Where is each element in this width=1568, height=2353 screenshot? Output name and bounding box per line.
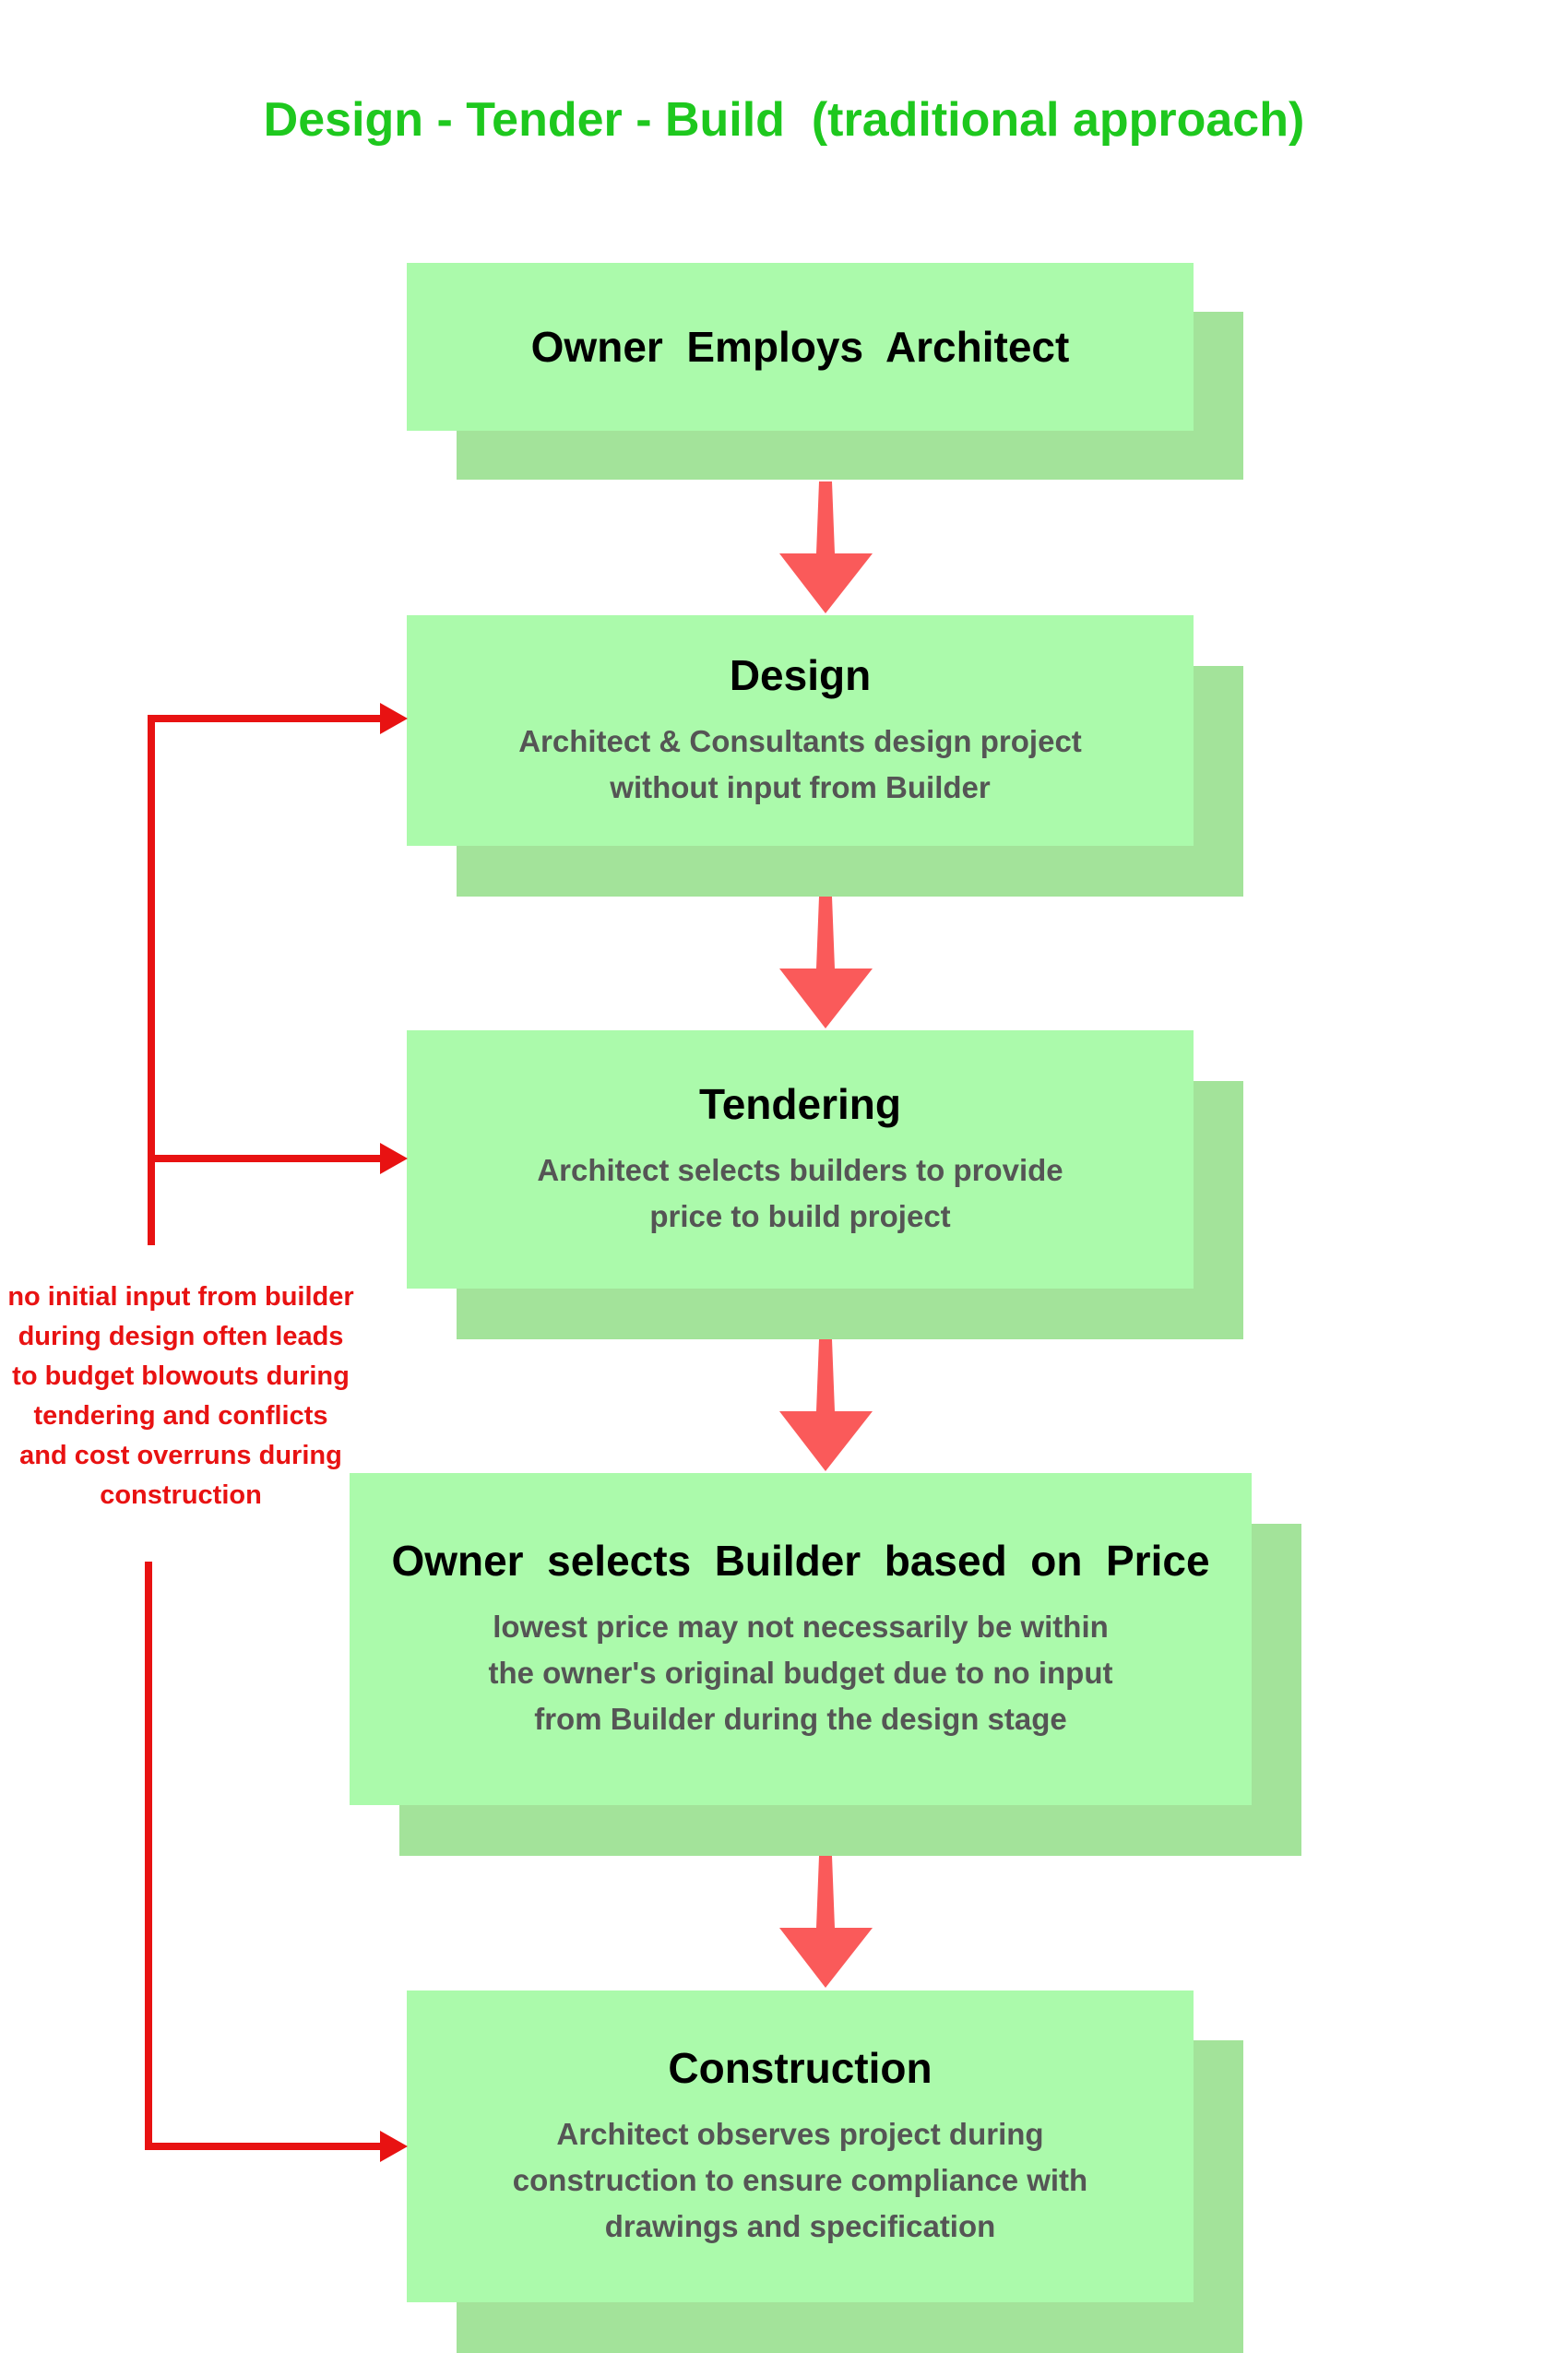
flow-arrow bbox=[779, 1339, 873, 1471]
feedback-bracket-lower bbox=[145, 1562, 383, 2150]
step-description: Architect selects builders to provide pr… bbox=[537, 1153, 1063, 1233]
step-description: Architect observes project during constr… bbox=[512, 2117, 1088, 2243]
step-title: Tendering bbox=[699, 1080, 901, 1128]
flow-arrow bbox=[779, 1856, 873, 1988]
step-title: Construction bbox=[668, 2044, 932, 2092]
feedback-arrowhead bbox=[380, 1143, 408, 1174]
step-description: Architect & Consultants design project w… bbox=[518, 724, 1082, 804]
flow-arrow bbox=[779, 897, 873, 1028]
step-title: Owner selects Builder based on Price bbox=[391, 1537, 1210, 1585]
step-design: Design Architect & Consultants design pr… bbox=[407, 615, 1194, 846]
step-tendering: Tendering Architect selects builders to … bbox=[407, 1030, 1194, 1289]
feedback-note: no initial input from builder during des… bbox=[7, 1282, 354, 1510]
diagram-title: Design - Tender - Build (traditional app… bbox=[263, 93, 1305, 147]
step-construction: Construction Architect observes project … bbox=[407, 1991, 1194, 2302]
flow-arrow bbox=[779, 481, 873, 613]
step-owner-selects-builder: Owner selects Builder based on Price low… bbox=[350, 1473, 1252, 1805]
step-title: Owner Employs Architect bbox=[530, 323, 1070, 371]
feedback-arrowhead bbox=[380, 2131, 408, 2162]
feedback-bracket-upper bbox=[148, 715, 383, 1245]
step-description: lowest price may not necessarily be with… bbox=[488, 1610, 1113, 1736]
feedback-arrowhead bbox=[380, 703, 408, 734]
step-owner-employs-architect: Owner Employs Architect bbox=[407, 263, 1194, 431]
step-title: Design bbox=[729, 651, 872, 699]
